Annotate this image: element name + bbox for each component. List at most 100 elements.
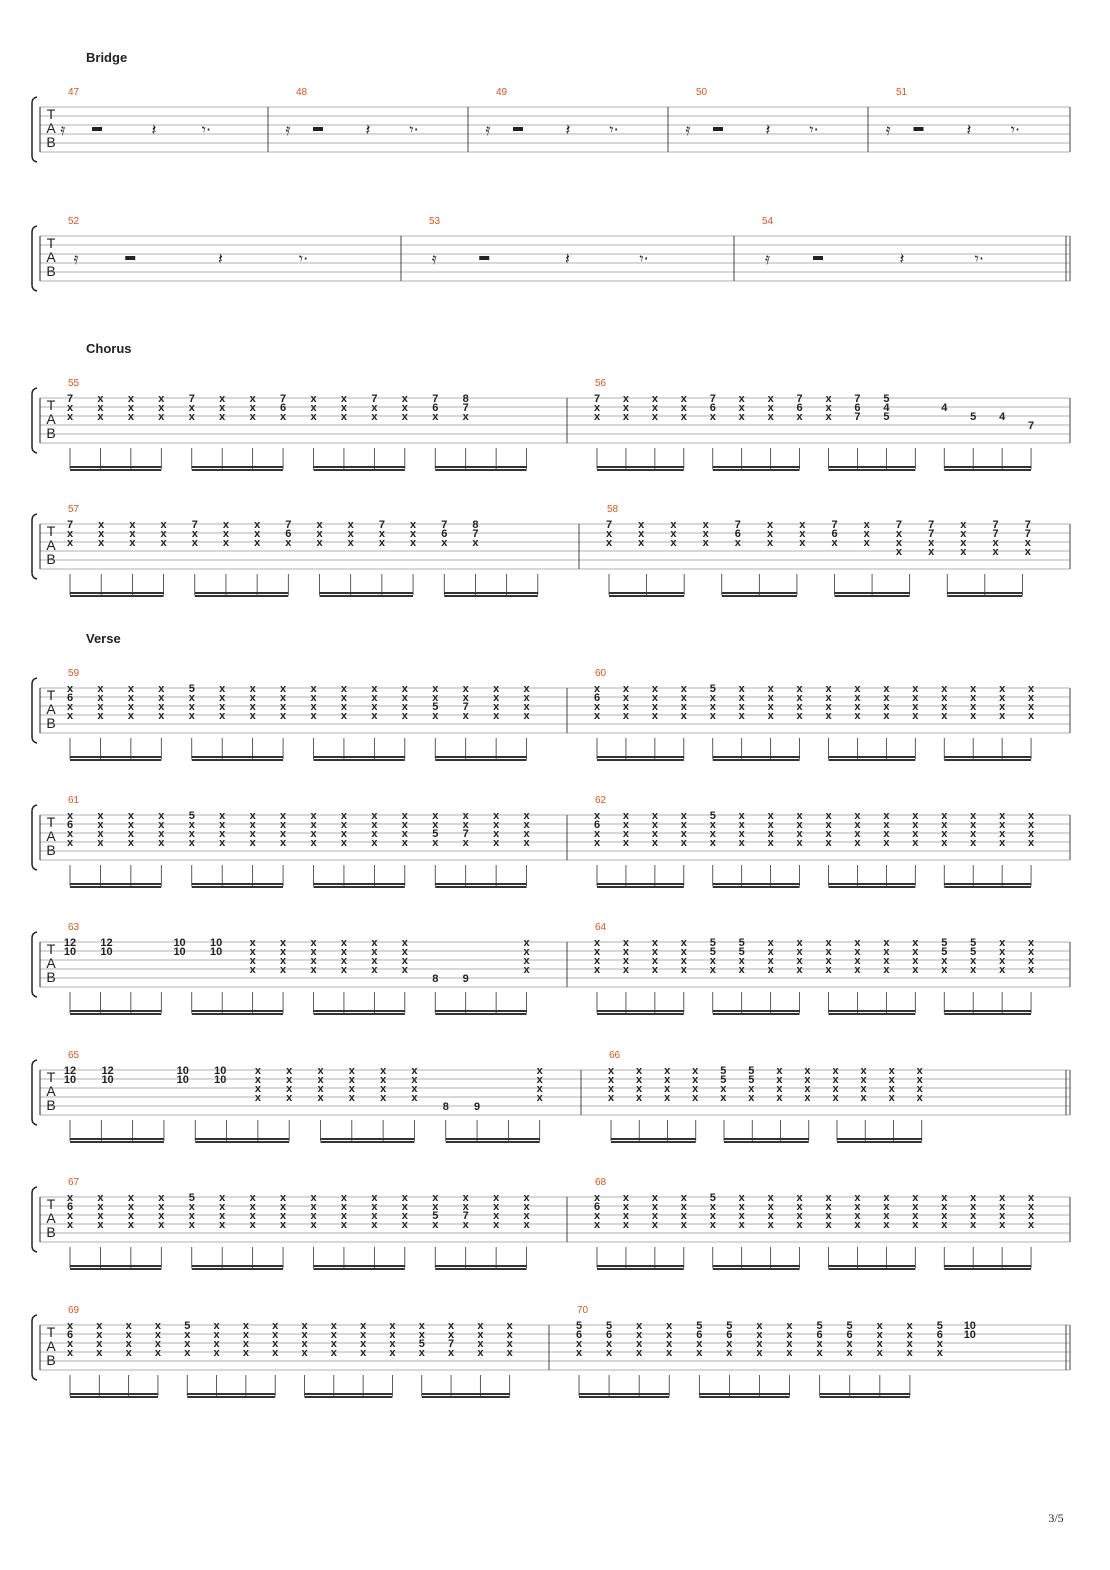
dead-note: x (739, 710, 746, 722)
dead-note: x (768, 810, 775, 822)
dead-note: x (912, 683, 919, 695)
dead-note: x (608, 1083, 615, 1095)
dead-note: x (97, 1201, 104, 1213)
fret-number: 5 (748, 1065, 754, 1077)
dead-note: x (310, 1201, 317, 1213)
dead-note: x (941, 1210, 948, 1222)
dead-note: x (739, 1210, 746, 1222)
dead-note: x (310, 828, 317, 840)
fret-number: 7 (1028, 420, 1034, 432)
dead-note: x (402, 955, 409, 967)
dead-note: x (739, 692, 746, 704)
dead-note: x (703, 537, 710, 549)
dead-note: x (692, 1092, 699, 1104)
dead-note: x (441, 537, 448, 549)
dead-note: x (970, 710, 977, 722)
dead-note: x (192, 537, 199, 549)
dead-note: x (831, 537, 838, 549)
dead-note: x (250, 692, 257, 704)
section-label-bridge: Bridge (86, 50, 127, 65)
dead-note: x (854, 1201, 861, 1213)
dead-note: x (825, 701, 832, 713)
dead-note: x (402, 710, 409, 722)
dead-note: x (402, 819, 409, 831)
dead-note: x (448, 1347, 455, 1359)
fret-number: 12 (64, 937, 76, 949)
rest-quarter: 𝄽 (366, 120, 371, 139)
dead-note: x (389, 1338, 396, 1350)
dead-note: x (594, 964, 601, 976)
dead-note: x (825, 692, 832, 704)
dead-note: x (1028, 828, 1035, 840)
dead-note: x (493, 710, 500, 722)
fret-number: 5 (432, 828, 438, 840)
dead-note: x (331, 1320, 338, 1332)
dead-note: x (816, 1338, 823, 1350)
dead-note: x (255, 1074, 262, 1086)
dead-note: x (636, 1320, 643, 1332)
tab-clef-letter: B (46, 715, 55, 731)
dead-note: x (379, 537, 386, 549)
rest-quarter: 𝄽 (218, 249, 223, 268)
dead-note: x (341, 402, 348, 414)
measure-number: 64 (595, 922, 607, 933)
tab-clef-letter: B (46, 1224, 55, 1240)
dead-note: x (825, 1192, 832, 1204)
dead-note: x (594, 683, 601, 695)
dead-note: x (970, 819, 977, 831)
dead-note: x (477, 1347, 484, 1359)
dead-note: x (797, 946, 804, 958)
tab-clef-letter: T (47, 1324, 56, 1340)
fret-number: 6 (710, 402, 716, 414)
dead-note: x (219, 701, 226, 713)
rest-16th: 𝄿 (74, 249, 79, 268)
dead-note: x (825, 964, 832, 976)
dead-note: x (883, 819, 890, 831)
dead-note: x (768, 955, 775, 967)
dead-note: x (158, 692, 165, 704)
dead-note: x (652, 411, 659, 423)
dead-note: x (411, 1092, 418, 1104)
measure-number: 61 (68, 795, 80, 806)
dead-note: x (861, 1065, 868, 1077)
dead-note: x (243, 1329, 250, 1341)
dead-note: x (739, 828, 746, 840)
dead-note: x (280, 955, 287, 967)
dead-note: x (280, 964, 287, 976)
dead-note: x (594, 937, 601, 949)
dead-note: x (999, 683, 1006, 695)
dead-note: x (825, 393, 832, 405)
dead-note: x (1028, 1219, 1035, 1231)
dead-note: x (402, 692, 409, 704)
dead-note: x (636, 1338, 643, 1350)
dead-note: x (797, 937, 804, 949)
fret-number: 5 (710, 1192, 716, 1204)
dead-note: x (710, 964, 717, 976)
dead-note: x (941, 1192, 948, 1204)
fret-number: 7 (67, 393, 73, 405)
dead-note: x (670, 537, 677, 549)
dead-note: x (310, 1219, 317, 1231)
dead-note: x (912, 1210, 919, 1222)
fret-number: 7 (993, 519, 999, 531)
dead-note: x (638, 537, 645, 549)
tab-clef-letter: T (47, 523, 56, 539)
dead-note: x (371, 701, 378, 713)
dead-note: x (681, 837, 688, 849)
tab-clef-letter: A (46, 955, 56, 971)
dead-note: x (854, 710, 861, 722)
fret-number: 6 (594, 692, 600, 704)
dead-note: x (999, 1210, 1006, 1222)
dead-note: x (825, 1219, 832, 1231)
dead-note: x (250, 710, 257, 722)
dead-note: x (907, 1329, 914, 1341)
dead-note: x (1028, 1192, 1035, 1204)
dead-note: x (681, 937, 688, 949)
fret-number: 6 (847, 1329, 853, 1341)
dead-note: x (993, 537, 1000, 549)
tab-clef-letter: B (46, 1352, 55, 1368)
measure-number: 54 (762, 216, 774, 227)
dead-note: x (493, 1219, 500, 1231)
